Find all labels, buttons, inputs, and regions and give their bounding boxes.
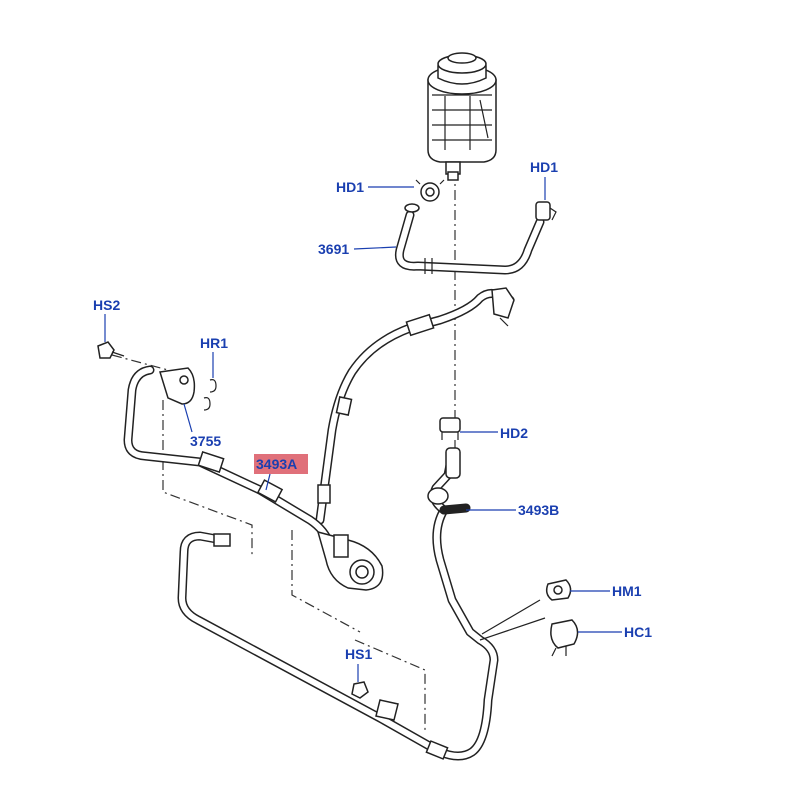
assembly-guide-lines	[111, 170, 456, 730]
bolt-hs1	[351, 681, 369, 699]
callout-hc1: HC1	[624, 624, 652, 640]
hose-3691	[394, 203, 545, 275]
hose-clamp-hd2	[439, 417, 461, 440]
hose-clamp-hd1-right	[535, 201, 557, 221]
clip-hm1	[545, 579, 572, 601]
hose-3493a	[123, 365, 335, 550]
hose-clamp-hd1-left	[415, 179, 445, 202]
callout-3493a-highlight	[254, 454, 308, 474]
callout-hd1-right: HD1	[530, 159, 558, 175]
callout-hr1: HR1	[200, 335, 228, 351]
callout-hs1: HS1	[345, 646, 372, 662]
clip-hc1	[550, 619, 579, 657]
callout-hs2: HS2	[93, 297, 120, 313]
mounting-bracket-3755	[159, 367, 196, 405]
hose-lower-return	[177, 505, 499, 761]
reservoir	[427, 52, 497, 181]
callout-3493b: 3493B	[518, 502, 559, 518]
callout-hm1: HM1	[612, 583, 642, 599]
bolt-hs2	[97, 341, 125, 359]
callout-3493a: 3493A	[256, 456, 297, 472]
retainer-hr1	[203, 379, 217, 411]
callout-3691: 3691	[318, 241, 349, 257]
hose-3493b	[427, 447, 471, 515]
pressure-hose-upper	[315, 287, 515, 525]
callout-hd2: HD2	[500, 425, 528, 441]
callout-3755: 3755	[190, 433, 221, 449]
hose-bracket-lower	[375, 699, 399, 721]
callouts: HD1 HD1 3691 HS2 HR1 3755 3493A HD2 3493…	[93, 159, 652, 682]
pump-union	[316, 530, 384, 591]
callout-hd1-left: HD1	[336, 179, 364, 195]
